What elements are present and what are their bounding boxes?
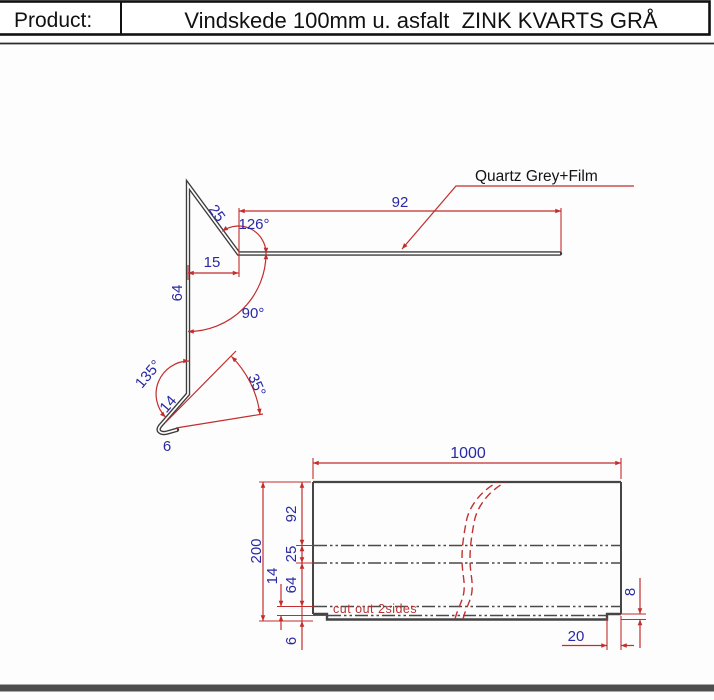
angle-90-arc xyxy=(187,253,269,334)
material-label: Quartz Grey+Film xyxy=(475,168,598,185)
break-line-left xyxy=(454,481,498,620)
cutout-note: cut out 2sides xyxy=(333,602,417,616)
profile-view: 92 Quartz Grey+Film 15 126° 90° 135° 35°… xyxy=(132,168,634,455)
angle-35-arc xyxy=(231,356,262,415)
angle-126-arc xyxy=(221,225,269,254)
flat-dim-25-label: 25 xyxy=(283,546,300,563)
flat-dim-6-label: 6 xyxy=(283,637,300,645)
dim-6-label: 6 xyxy=(163,438,171,455)
angle-126-label: 126° xyxy=(238,216,269,233)
dim-14-label: 14 xyxy=(156,392,180,416)
flat-bottom-edge-with-notches xyxy=(313,612,621,621)
flat-dim-14-label: 14 xyxy=(264,568,281,585)
profile-outline xyxy=(156,178,563,436)
dim-1000-label: 1000 xyxy=(450,445,486,462)
window-bottom-edge xyxy=(0,684,714,692)
break-line-right xyxy=(462,481,506,620)
dim-25-label: 25 xyxy=(205,202,229,225)
angle-90-label: 90° xyxy=(242,305,265,322)
dim-8-label: 8 xyxy=(622,588,639,596)
dim-200-label: 200 xyxy=(248,538,265,563)
dim-64-label: 64 xyxy=(169,285,186,302)
angle-135-label: 135° xyxy=(132,357,165,392)
dim-92-label: 92 xyxy=(392,194,409,211)
angle-135-arc xyxy=(155,358,190,418)
product-title: Vindskede 100mm u. asfalt ZINK KVARTS GR… xyxy=(184,8,658,33)
product-label: Product: xyxy=(14,9,92,32)
dim-20-label: 20 xyxy=(568,628,585,645)
dim-15-label: 15 xyxy=(204,254,221,271)
angle-35-label: 35° xyxy=(244,371,269,399)
profile-outline-core xyxy=(157,182,560,434)
title-block-border xyxy=(0,0,711,36)
flat-view: cut out 2sides 1000 200 92 25 64 14 6 xyxy=(248,445,646,650)
title-block: Product: Vindskede 100mm u. asfalt ZINK … xyxy=(0,0,714,45)
angle-35-ray-upper xyxy=(164,350,237,424)
flat-dim-92-label: 92 xyxy=(283,506,300,523)
angle-35-ray-lower xyxy=(175,413,264,429)
material-leader-line xyxy=(401,185,634,250)
flat-dim-64-label: 64 xyxy=(283,577,300,594)
